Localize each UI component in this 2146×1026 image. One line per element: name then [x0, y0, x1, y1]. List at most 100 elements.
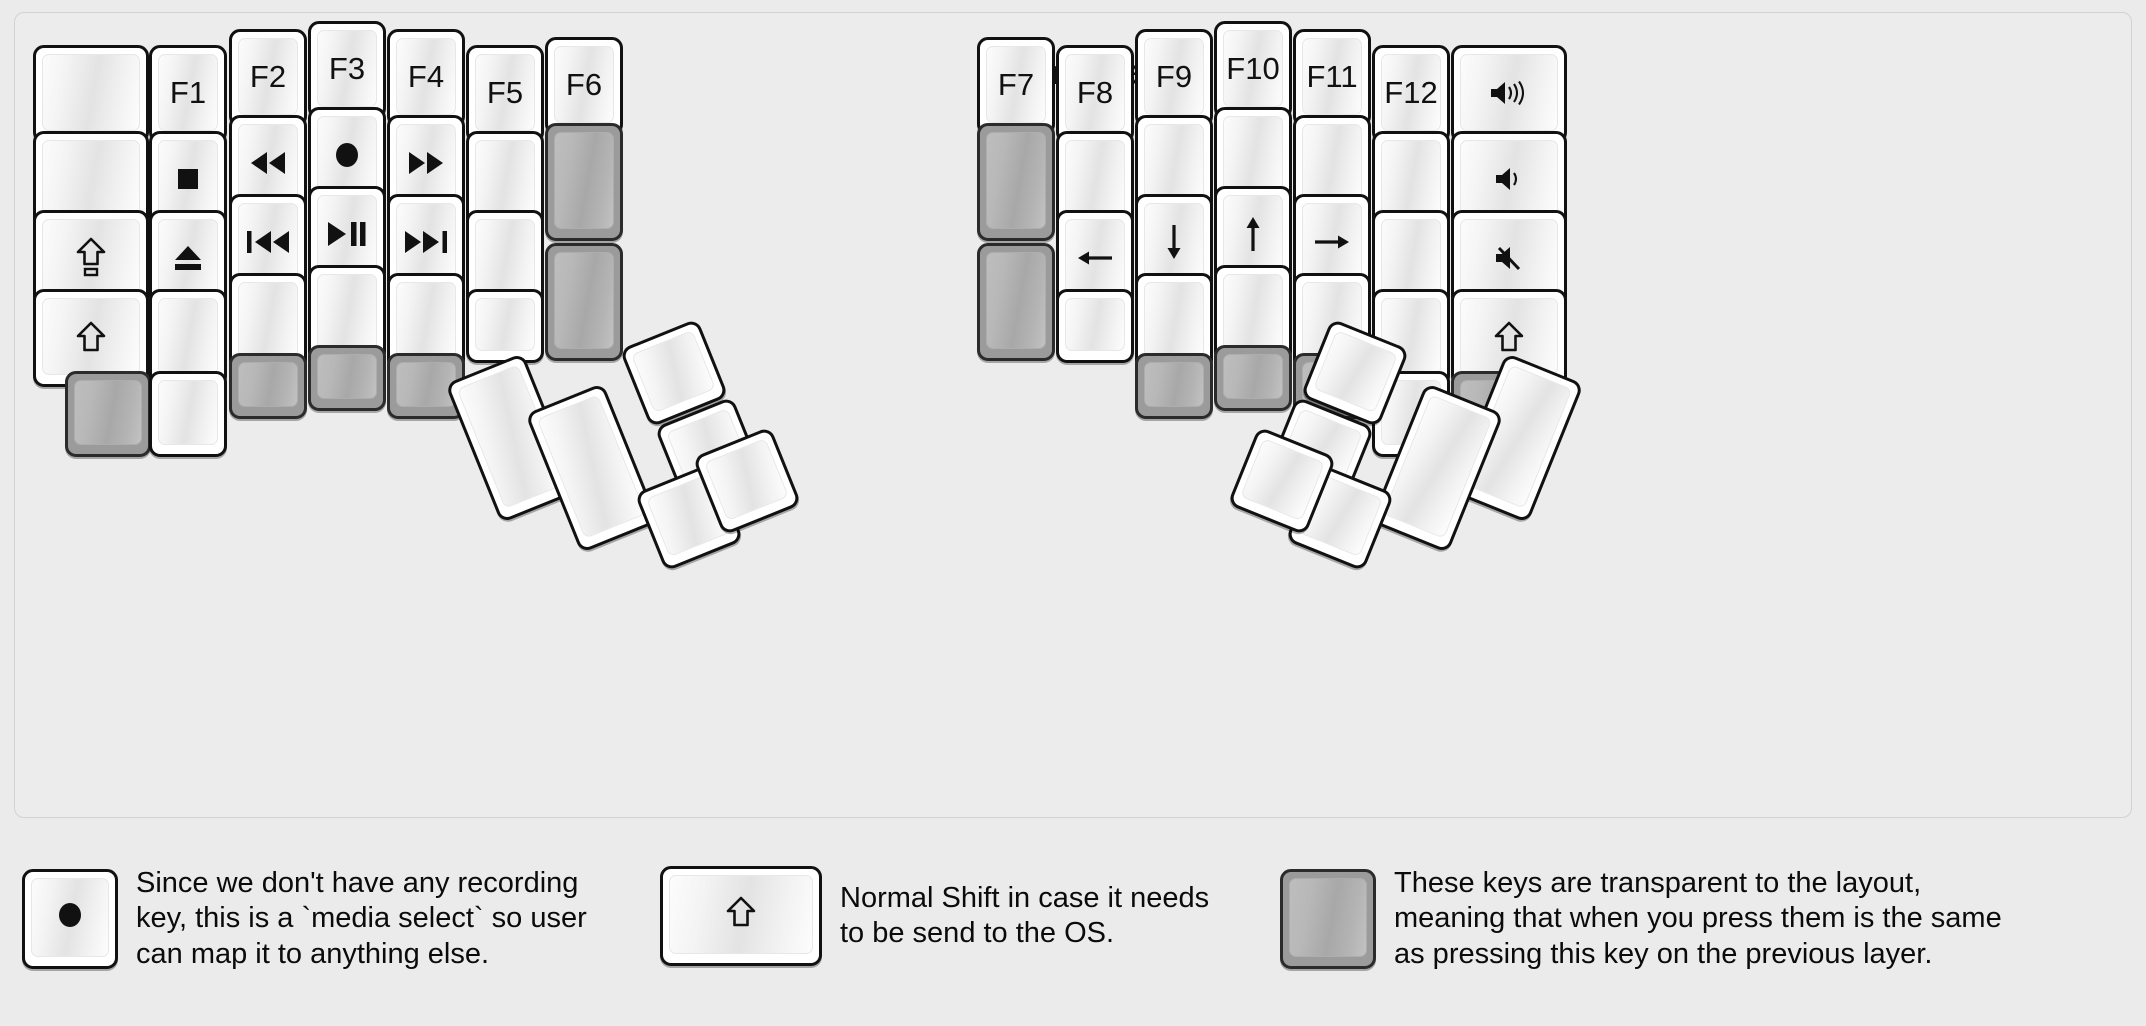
key-l-c5-r5[interactable] [387, 353, 465, 419]
key-r-c3-r5[interactable] [1135, 353, 1213, 419]
key-l-c1-r1[interactable] [33, 45, 149, 143]
keycap-face [1381, 219, 1441, 296]
key-l-c4-r5[interactable] [308, 345, 386, 411]
legend-key-sample-2 [660, 866, 822, 966]
keycap-face [1313, 330, 1398, 414]
key-r-c5-r1[interactable]: F11 [1293, 29, 1371, 127]
keycap-face [1302, 203, 1362, 280]
legend: Since we don't have any recording key, t… [0, 832, 2146, 1026]
keycap-face [1289, 878, 1367, 958]
volume-down-icon [1493, 164, 1525, 194]
keycap-face [475, 298, 535, 351]
key-r-c4-r1[interactable]: F10 [1214, 21, 1292, 119]
keycap-face: F8 [1065, 54, 1125, 131]
key-label: F5 [486, 75, 524, 110]
key-l-c7-r3[interactable] [545, 243, 623, 361]
keycap-face [1065, 219, 1125, 296]
capslock-icon [76, 237, 106, 279]
keycap-face [536, 394, 647, 539]
keycap-face [31, 878, 109, 958]
keycap-face: F11 [1302, 38, 1362, 115]
keycap-face [158, 219, 218, 296]
eject-icon [171, 243, 205, 273]
keycap-face [1460, 54, 1558, 131]
keycap-face [74, 380, 142, 445]
legend-description-3: These keys are transparent to the layout… [1394, 867, 2002, 970]
key-r-c6-r4[interactable] [1372, 289, 1450, 387]
keycap-face: F1 [158, 54, 218, 131]
keycap-face [554, 132, 614, 229]
key-label: F2 [249, 59, 287, 94]
key-l-c2-r5[interactable] [149, 371, 227, 457]
key-r-c4-r5[interactable] [1214, 345, 1292, 411]
key-l-c1-r4[interactable] [33, 289, 149, 387]
keycap-face [1223, 274, 1283, 351]
keycap-face [631, 330, 716, 414]
keycap-face [396, 282, 456, 359]
key-l-c6-r4[interactable] [466, 289, 544, 363]
key-l-c7-r1[interactable]: F6 [545, 37, 623, 135]
mute-icon [1493, 243, 1525, 273]
key-r-c1-r3[interactable] [977, 243, 1055, 361]
keycap-face [1223, 116, 1283, 193]
key-label: F8 [1076, 75, 1114, 110]
keycap-face [42, 140, 140, 217]
keycap-face: F4 [396, 38, 456, 115]
legend-key-sample-1 [22, 869, 118, 970]
keycap-face [669, 875, 813, 954]
keycap-face [317, 116, 377, 193]
key-r-c6-r1[interactable]: F12 [1372, 45, 1450, 143]
key-r-c7-r1[interactable] [1451, 45, 1567, 143]
key-r-c1-r2[interactable] [977, 123, 1055, 241]
keycap-face [396, 203, 456, 280]
keycap-face: F2 [238, 38, 298, 115]
keycap-face [158, 298, 218, 375]
key-l-c3-r1[interactable]: F2 [229, 29, 307, 127]
key-l-c2-r4[interactable] [149, 289, 227, 387]
key-l-c2-r1[interactable]: F1 [149, 45, 227, 143]
keycap-face [1144, 124, 1204, 201]
keycap-face [1381, 140, 1441, 217]
stop-icon [175, 166, 201, 192]
key-l-c1-r5[interactable] [65, 371, 151, 457]
keycap-face [475, 219, 535, 296]
key-r-c2-r4[interactable] [1056, 289, 1134, 363]
volume-up-icon [1488, 78, 1530, 108]
key-l-c3-r4[interactable] [229, 273, 307, 371]
keycap-face: F7 [986, 46, 1046, 123]
keycap-face [1460, 219, 1558, 296]
key-r-c3-r1[interactable]: F9 [1135, 29, 1213, 127]
key-l-c4-r1[interactable]: F3 [308, 21, 386, 119]
key-r-c1-r1[interactable]: F7 [977, 37, 1055, 135]
keycap-face [396, 124, 456, 201]
key-label: F11 [1306, 59, 1358, 94]
shift-icon [726, 895, 756, 934]
key-label: F4 [407, 59, 445, 94]
keycap-face [238, 362, 298, 407]
playpause-icon [326, 219, 368, 249]
key-label: F10 [1226, 51, 1280, 86]
keycap-face: F5 [475, 54, 535, 131]
key-l-c3-r5[interactable] [229, 353, 307, 419]
arrow-right-icon [1312, 229, 1352, 255]
key-label: F9 [1155, 59, 1193, 94]
legend-item-2: Normal Shift in case it needs to be send… [660, 866, 1209, 966]
key-label: F1 [169, 75, 207, 110]
key-r-c2-r1[interactable]: F8 [1056, 45, 1134, 143]
keycap-face [1065, 140, 1125, 217]
shift-icon [1494, 320, 1524, 354]
legend-key-sample-3 [1280, 869, 1376, 970]
keycap-face [42, 298, 140, 375]
key-r-c7-r2[interactable] [1451, 131, 1567, 229]
keycap-face [1144, 362, 1204, 407]
record-icon [332, 140, 362, 170]
keycap-face [1240, 438, 1325, 522]
legend-item-3: These keys are transparent to the layout… [1280, 866, 2002, 972]
key-l-c7-r2[interactable] [545, 123, 623, 241]
key-l-c6-r1[interactable]: F5 [466, 45, 544, 143]
keycap-face [158, 380, 218, 445]
legend-description-2: Normal Shift in case it needs to be send… [840, 881, 1210, 949]
key-l-c5-r1[interactable]: F4 [387, 29, 465, 127]
